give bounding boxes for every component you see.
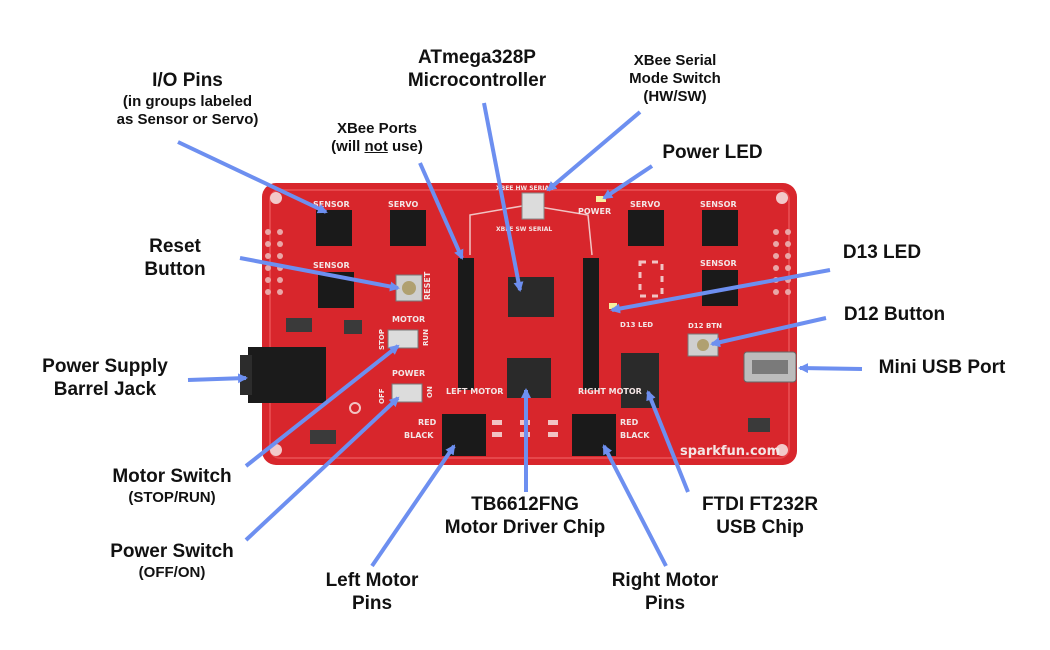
label-tb6612: TB6612FNG Motor Driver Chip: [420, 494, 630, 540]
small-component: [344, 320, 362, 334]
label-d12-button: D12 Button: [822, 304, 967, 327]
arrow-power-supply: [188, 378, 246, 380]
silk-right-motor: RIGHT MOTOR: [578, 387, 642, 396]
label-atmega: ATmega328P Microcontroller: [392, 47, 562, 93]
silk-d13: D13 LED: [620, 321, 653, 329]
io-header-servo-right: SERVO: [628, 200, 664, 246]
io-header-sensor-mid-left: SENSOR: [313, 261, 354, 308]
silk-d12: D12 BTN: [688, 322, 722, 330]
label-power-switch: Power Switch (OFF/ON): [92, 541, 252, 582]
silk-reset: RESET: [423, 271, 432, 300]
xbee-port-left: [458, 258, 474, 390]
silk-motor: MOTOR: [392, 315, 425, 324]
silk-servo: SERVO: [388, 200, 418, 209]
motor-switch-part: [388, 330, 418, 348]
silk-brand: sparkfun.com: [680, 444, 780, 459]
label-left-motor: Left Motor Pins: [302, 570, 442, 616]
label-d13-led: D13 LED: [822, 242, 942, 265]
silk-servo: SERVO: [630, 200, 660, 209]
silk-xbee-hw: XBEE HW SERIAL: [496, 185, 553, 192]
label-motor-switch: Motor Switch (STOP/RUN): [92, 466, 252, 507]
ftdi-chip: [621, 353, 659, 408]
io-header-sensor-right-top: SENSOR: [700, 200, 738, 246]
silk-xbee-sw: XBEE SW SERIAL: [496, 226, 552, 233]
label-io-pins: I/O Pins (in groups labeled as Sensor or…: [100, 70, 275, 129]
silk-sensor: SENSOR: [700, 259, 737, 268]
silk-run: RUN: [422, 329, 430, 346]
arrow-mini-usb: [800, 368, 862, 369]
left-motor-connector: [442, 414, 486, 456]
silk-sensor: SENSOR: [313, 261, 350, 270]
small-component: [286, 318, 312, 332]
mount-hole: [270, 192, 282, 204]
silk-black-right: BLACK: [620, 431, 650, 440]
label-power-led: Power LED: [640, 142, 785, 165]
label-mini-usb: Mini USB Port: [862, 357, 1022, 380]
label-power-supply: Power Supply Barrel Jack: [20, 356, 190, 402]
mount-hole: [776, 192, 788, 204]
silk-stop: STOP: [378, 329, 386, 350]
label-ftdi: FTDI FT232R USB Chip: [680, 494, 840, 540]
barrel-jack: [248, 347, 326, 403]
xbee-port-right: [583, 258, 599, 390]
label-reset-button: Reset Button: [120, 236, 230, 282]
silk-power-sw: POWER: [392, 369, 425, 378]
arrow-xbee-switch: [548, 112, 640, 190]
label-xbee-ports: XBee Ports (will not use): [302, 120, 452, 156]
silk-red-left: RED: [418, 418, 437, 427]
atmega-chip: [508, 277, 554, 317]
silk-off: OFF: [378, 388, 386, 404]
small-component: [310, 430, 336, 444]
io-header-sensor-right-mid: SENSOR: [700, 259, 738, 306]
silk-red-right: RED: [620, 418, 639, 427]
small-component: [748, 418, 770, 432]
silk-on: ON: [426, 386, 434, 398]
silk-sensor: SENSOR: [700, 200, 737, 209]
silk-left-motor: LEFT MOTOR: [446, 387, 503, 396]
silk-power: POWER: [578, 207, 611, 216]
xbee-serial-switch: [522, 193, 544, 219]
label-right-motor: Right Motor Pins: [590, 570, 740, 616]
label-xbee-switch: XBee Serial Mode Switch (HW/SW): [600, 52, 750, 106]
right-motor-connector: [572, 414, 616, 456]
silk-black-left: BLACK: [404, 431, 434, 440]
tb6612-chip: [507, 358, 551, 398]
